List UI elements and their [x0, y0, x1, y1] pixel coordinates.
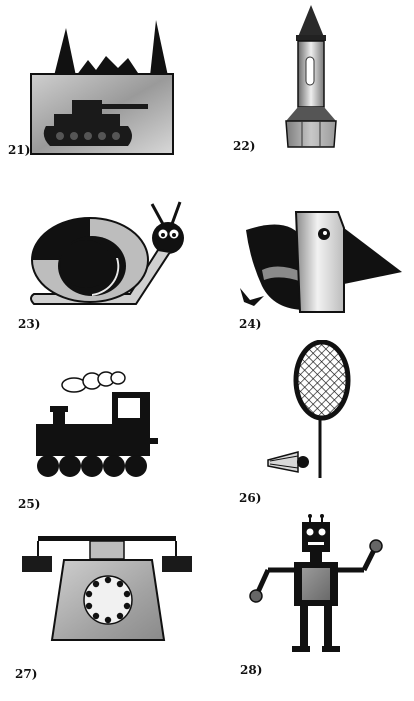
robot-icon: [249, 514, 383, 652]
figure-24-label: 24): [239, 317, 262, 331]
figure-25-locomotive: [30, 368, 165, 480]
figure-28-robot: [244, 514, 394, 659]
rocket-icon: [285, 5, 337, 148]
snail-icon: [30, 201, 184, 305]
castle-tank-icon: [30, 20, 174, 155]
figure-27-label: 27): [15, 667, 38, 681]
racket-shuttlecock-icon: [267, 340, 351, 478]
bird-icon: [240, 211, 402, 313]
figure-22-rocket: [282, 5, 342, 153]
figure-21-castle-tank: [28, 20, 178, 160]
figure-21-label: 21): [8, 143, 31, 157]
figure-23-label: 23): [18, 317, 41, 331]
figure-26-racket: [258, 340, 368, 485]
figure-25-label: 25): [18, 497, 41, 511]
figure-23-snail: [26, 198, 196, 313]
figure-26-label: 26): [239, 491, 262, 505]
figure-27-telephone: [22, 536, 192, 646]
locomotive-icon: [36, 371, 158, 477]
figure-28-label: 28): [240, 663, 263, 677]
figure-22-label: 22): [233, 139, 256, 153]
figure-24-bird: [240, 208, 410, 318]
telephone-icon: [22, 536, 192, 641]
